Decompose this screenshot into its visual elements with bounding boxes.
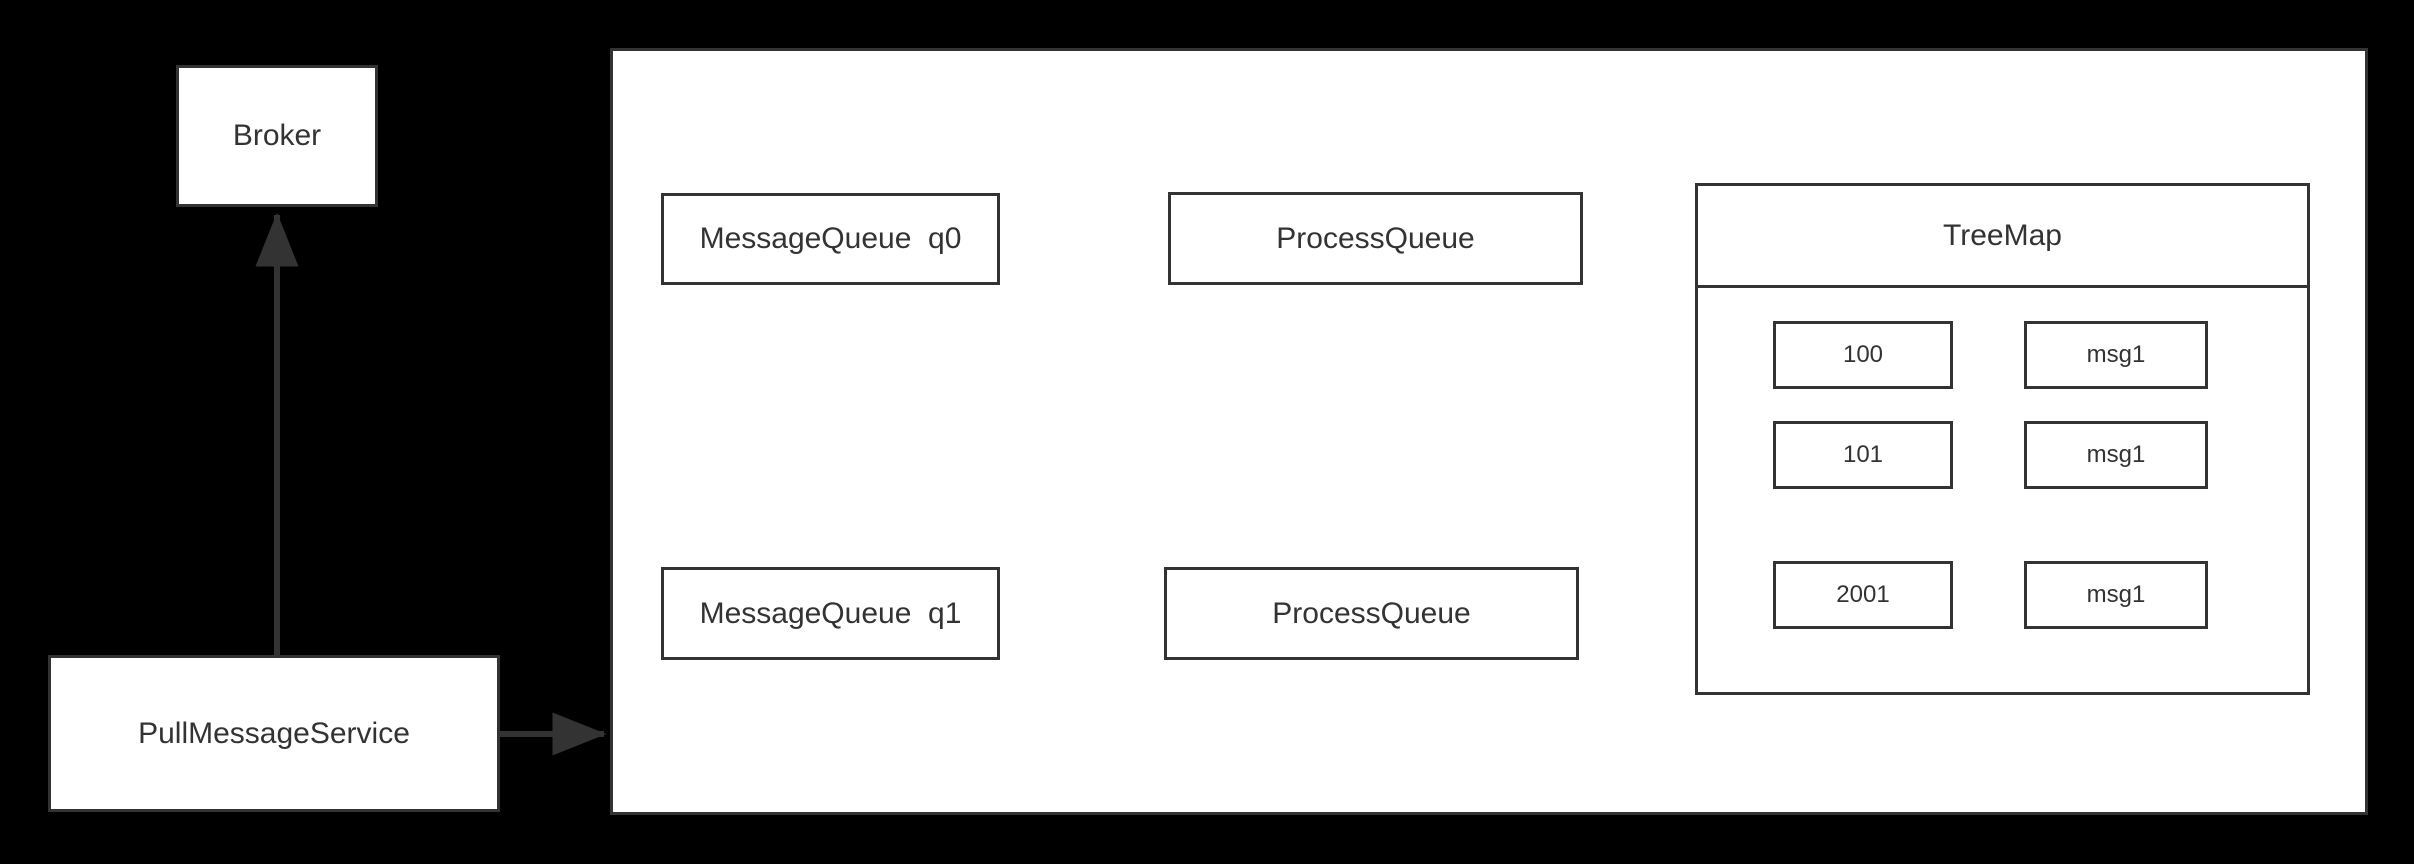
treemap-value-0-label: msg1 [2086,341,2146,368]
treemap-key-0[interactable]: 100 [1773,321,1953,389]
message-queue-q0-node[interactable]: MessageQueue q0 [661,193,1000,285]
process-queue-0-label: ProcessQueue [1276,221,1475,255]
process-queue-1-label: ProcessQueue [1272,596,1471,630]
treemap-key-1[interactable]: 101 [1773,421,1953,489]
treemap-header: TreeMap [1698,186,2307,288]
treemap-value-2[interactable]: msg1 [2024,561,2208,629]
message-queue-q1-label: MessageQueue q1 [699,596,962,630]
treemap-key-1-label: 101 [1842,441,1884,468]
broker-label: Broker [232,119,322,152]
process-queue-0-node[interactable]: ProcessQueue [1168,192,1583,285]
treemap-value-2-label: msg1 [2086,581,2146,608]
treemap-value-0[interactable]: msg1 [2024,321,2208,389]
treemap-key-0-label: 100 [1842,341,1884,368]
message-queue-q0-label: MessageQueue q0 [699,222,962,255]
pull-message-service-label: PullMessageService [138,716,410,750]
process-queue-1-node[interactable]: ProcessQueue [1164,567,1579,660]
treemap-key-2[interactable]: 2001 [1773,561,1953,629]
broker-node[interactable]: Broker [176,65,378,207]
pull-message-service-node[interactable]: PullMessageService [48,655,500,812]
message-queue-q1-node[interactable]: MessageQueue q1 [661,567,1000,660]
treemap-value-1-label: msg1 [2086,441,2146,468]
treemap-key-2-label: 2001 [1836,581,1890,608]
treemap-value-1[interactable]: msg1 [2024,421,2208,489]
treemap-title: TreeMap [1943,218,2062,252]
